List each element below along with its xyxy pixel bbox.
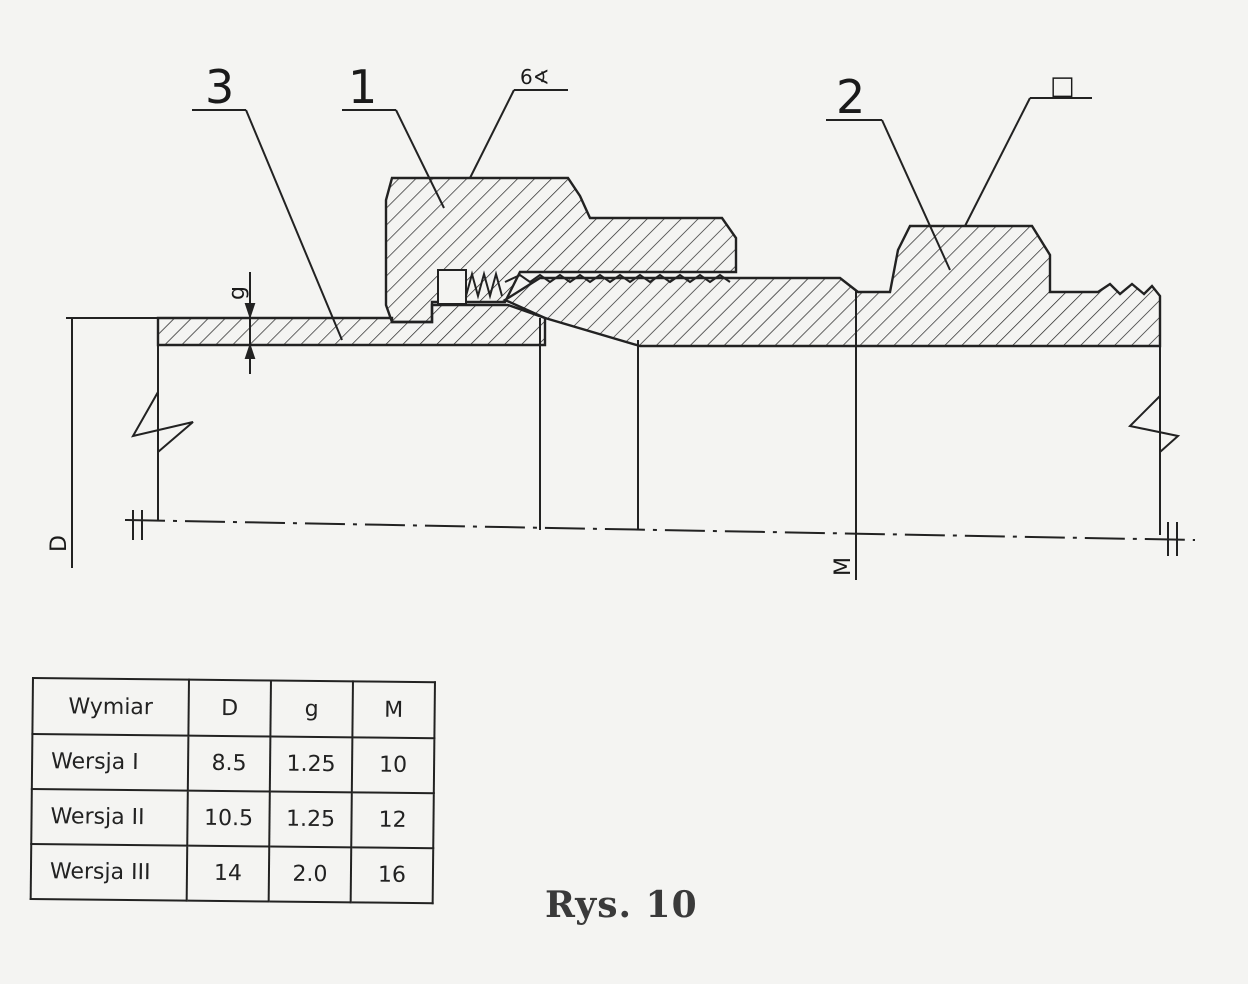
break-mark-left <box>131 391 194 453</box>
header-cell: M <box>352 681 435 739</box>
m-dim-label: M <box>831 557 856 576</box>
seal-ring <box>437 269 467 305</box>
fitting-body-part2 <box>502 224 1162 348</box>
header-cell: D <box>188 679 271 737</box>
table-row: Wersja III 14 2.0 16 <box>30 844 434 904</box>
hex-label: 6∢ <box>520 65 549 89</box>
thread-teeth <box>465 270 503 300</box>
figure-caption: Rys. 10 <box>545 884 698 926</box>
d-value: 8.5 <box>187 735 271 792</box>
table-header-row: Wymiar D g M <box>32 678 435 739</box>
square-label: □ <box>1050 71 1075 101</box>
g-value: 1.25 <box>269 791 352 848</box>
table-row: Wersja I 8.5 1.25 10 <box>31 734 435 794</box>
part2-label: 2 <box>836 70 865 124</box>
row-label: Wersja III <box>30 844 188 901</box>
m-value: 10 <box>351 737 435 794</box>
part1-label: 1 <box>348 60 377 114</box>
g-value: 2.0 <box>268 846 352 903</box>
thread-line <box>504 273 731 284</box>
table-row: Wersja II 10.5 1.25 12 <box>31 789 434 849</box>
d-value: 10.5 <box>187 790 270 847</box>
g-dim-label: g <box>225 286 250 300</box>
row-label: Wersja I <box>31 734 189 791</box>
m-value: 12 <box>351 792 434 849</box>
m-value: 16 <box>350 847 434 904</box>
d-value: 14 <box>186 845 270 902</box>
pipe-wall-part3 <box>156 303 547 347</box>
d-dim-label: D <box>47 535 72 552</box>
g-value: 1.25 <box>269 736 353 793</box>
part3-label: 3 <box>205 60 234 114</box>
union-nut-part1 <box>384 176 738 324</box>
row-label: Wersja II <box>31 789 188 846</box>
break-mark-right <box>1127 395 1181 453</box>
dimension-table: Wymiar D g M Wersja I 8.5 1.25 10 Wersja… <box>30 677 436 904</box>
header-cell: Wymiar <box>32 678 189 736</box>
header-cell: g <box>270 680 353 738</box>
center-axis <box>124 519 1196 541</box>
